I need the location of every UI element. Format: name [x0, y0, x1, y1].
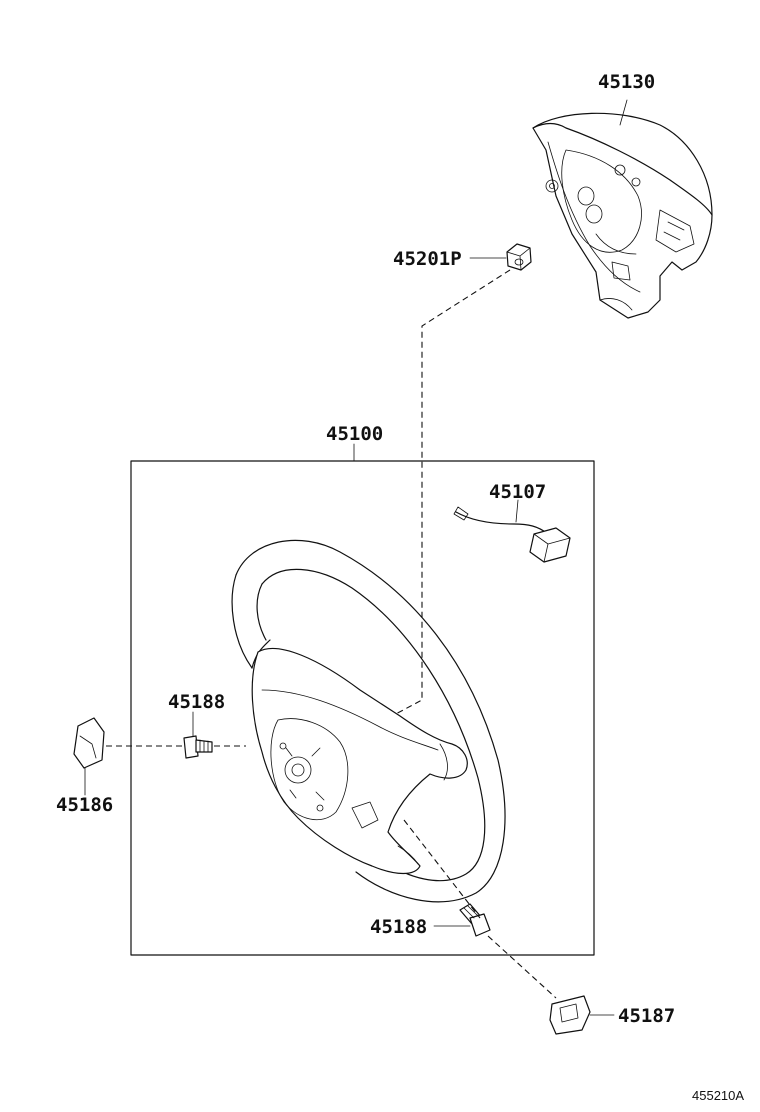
right-cover-illustration[interactable] [549, 995, 591, 1035]
part-number-45188-bottom[interactable]: 45188 [370, 916, 427, 938]
part-number-45188-left[interactable]: 45188 [168, 691, 225, 713]
left-cover-illustration[interactable] [73, 717, 105, 769]
part-number-45130[interactable]: 45130 [598, 71, 655, 93]
part-number-45100[interactable]: 45100 [326, 423, 383, 445]
steering-wheel-illustration[interactable] [231, 539, 506, 903]
leader-right-cover [487, 935, 557, 999]
bottom-screw-illustration[interactable] [459, 903, 491, 937]
part-number-45107[interactable]: 45107 [489, 481, 546, 503]
left-screw-illustration[interactable] [183, 735, 213, 759]
figure-code: 455210A [692, 1088, 744, 1103]
airbag-pad-illustration[interactable] [532, 112, 713, 319]
leader-bottom-screw [403, 819, 481, 919]
nut-illustration[interactable] [506, 243, 532, 271]
part-number-45201p[interactable]: 45201P [393, 248, 462, 270]
wire-harness-illustration[interactable] [453, 506, 571, 563]
assembly-boundary-box [130, 460, 595, 956]
leader-nut-to-hub [391, 269, 511, 717]
part-number-45186[interactable]: 45186 [56, 794, 113, 816]
part-number-45187[interactable]: 45187 [618, 1005, 675, 1027]
